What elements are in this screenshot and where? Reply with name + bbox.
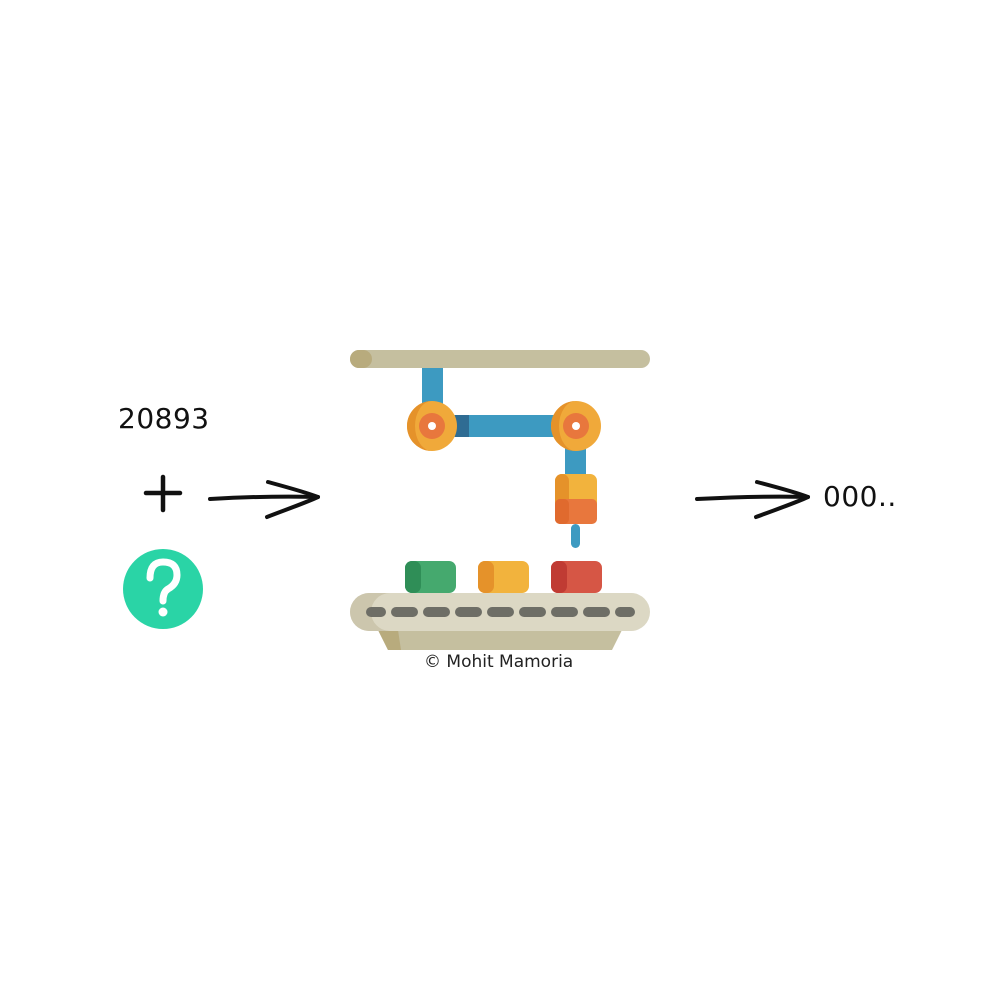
output-value: 000..	[823, 480, 897, 513]
plus-icon	[143, 474, 183, 513]
input-number: 20893	[118, 402, 210, 435]
credit-text: © Mohit Mamoria	[424, 652, 574, 672]
input-arrow-icon	[208, 480, 320, 519]
robotic-arm-conveyor-icon	[350, 350, 650, 650]
output-arrow-icon	[695, 480, 810, 519]
question-icon	[123, 549, 203, 629]
